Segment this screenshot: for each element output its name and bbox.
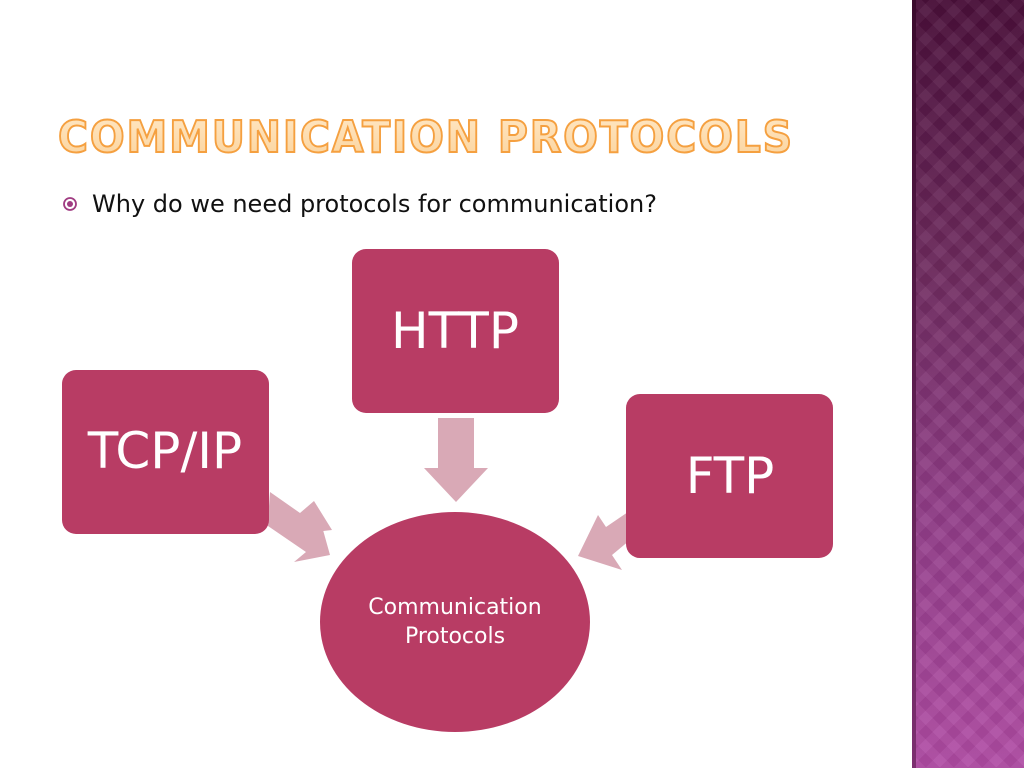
arrow-tcpip-to-hub — [268, 492, 332, 562]
title-svg: Communication Protocols — [57, 111, 794, 164]
hub-communication-protocols: Communication Protocols — [320, 512, 590, 732]
bullet-item: Why do we need protocols for communicati… — [62, 186, 657, 222]
node-http-label: HTTP — [391, 302, 519, 360]
hub-label-line2: Protocols — [405, 624, 505, 649]
node-http: HTTP — [352, 249, 559, 413]
node-tcpip-label: TCP/IP — [87, 422, 242, 480]
decorative-side-band — [912, 0, 1024, 768]
node-ftp-label: FTP — [686, 447, 775, 505]
slide-title: Communication Protocols — [56, 100, 896, 170]
circle-dot-icon — [62, 196, 78, 212]
side-band-edge — [912, 0, 916, 768]
hub-label-line1: Communication — [368, 595, 541, 620]
arrow-http-to-hub — [424, 418, 488, 502]
protocol-diagram: TCP/IP HTTP FTP Communication Protocols — [62, 249, 833, 732]
title-text: Communication Protocols — [58, 112, 794, 163]
node-tcpip: TCP/IP — [62, 370, 269, 534]
bullet-text: Why do we need protocols for communicati… — [92, 190, 657, 218]
arrow-ftp-to-hub — [578, 512, 630, 570]
node-ftp: FTP — [626, 394, 833, 558]
